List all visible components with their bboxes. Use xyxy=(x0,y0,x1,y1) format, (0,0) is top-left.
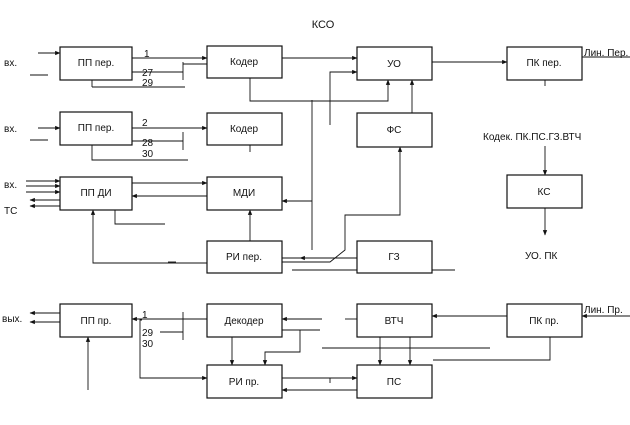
block-coder-1: Кодер xyxy=(206,45,283,79)
block-pp-per-2-label: ПП пер. xyxy=(78,123,114,134)
block-ri-per: РИ пер. xyxy=(206,240,283,274)
block-pp-pr: ПП пр. xyxy=(59,303,133,338)
block-ps-label: ПС xyxy=(387,377,401,388)
channel-num-r1-a: 1 xyxy=(144,49,150,60)
channel-num-r1-b: 27 xyxy=(142,68,154,79)
block-pk-per: ПК пер. xyxy=(506,46,583,81)
block-vtch: ВТЧ xyxy=(356,303,433,338)
channel-num-r5-b: 29 xyxy=(142,328,154,339)
codec-label: Кодек. ПК.ПС.ГЗ.ВТЧ xyxy=(483,132,581,143)
block-pp-pr-label: ПП пр. xyxy=(81,316,112,327)
block-pp-di: ПП ДИ xyxy=(59,176,133,211)
block-pp-per-1: ПП пер. xyxy=(59,46,133,81)
ts-label: ТС xyxy=(4,206,17,217)
uo-pk-label: УО. ПК xyxy=(525,251,558,262)
channel-num-r2-a: 2 xyxy=(142,118,148,129)
input-label-1: вх. xyxy=(4,58,17,69)
channel-num-r2-b: 28 xyxy=(142,138,154,149)
block-decoder-label: Декодер xyxy=(224,316,264,327)
block-pk-per-label: ПК пер. xyxy=(526,58,561,69)
block-coder-1-label: Кодер xyxy=(230,57,259,68)
block-coder-2-label: Кодер xyxy=(230,124,259,135)
block-ps: ПС xyxy=(356,364,433,399)
input-label-2: вх. xyxy=(4,124,17,135)
diagram-title: КСО xyxy=(312,19,335,31)
block-fs-label: ФС xyxy=(387,125,402,136)
block-mdi: МДИ xyxy=(206,176,283,211)
connectors xyxy=(26,50,630,393)
block-ri-per-label: РИ пер. xyxy=(226,252,262,263)
block-ri-pr-label: РИ пр. xyxy=(229,377,259,388)
block-decoder: Декодер xyxy=(206,303,283,338)
block-pp-per-2: ПП пер. xyxy=(59,111,133,146)
channel-num-r5-c: 30 xyxy=(142,339,154,350)
block-pk-pr: ПК пр. xyxy=(506,303,583,338)
block-pp-di-label: ПП ДИ xyxy=(80,188,111,199)
block-pk-pr-label: ПК пр. xyxy=(529,316,559,327)
block-pp-per-1-label: ПП пер. xyxy=(78,58,114,69)
channel-num-r1-c: 29 xyxy=(142,78,154,89)
block-fs: ФС xyxy=(356,112,433,148)
input-label-3: вх. xyxy=(4,180,17,191)
block-ri-pr: РИ пр. xyxy=(206,364,283,399)
line-per-label: Лин. Пер. xyxy=(584,48,628,59)
block-gz: ГЗ xyxy=(356,240,433,274)
output-label: вых. xyxy=(2,314,22,325)
block-ks-label: КС xyxy=(538,187,551,198)
line-pr-label: Лин. Пр. xyxy=(584,305,623,316)
channel-num-r5-a: 1 xyxy=(142,310,148,321)
block-uo: УО xyxy=(356,46,433,81)
block-uo-label: УО xyxy=(387,59,401,70)
block-coder-2: Кодер xyxy=(206,112,283,146)
block-vtch-label: ВТЧ xyxy=(385,316,404,327)
block-ks: КС xyxy=(506,174,583,209)
block-mdi-label: МДИ xyxy=(233,188,255,199)
block-gz-label: ГЗ xyxy=(388,252,399,263)
channel-num-r2-c: 30 xyxy=(142,149,154,160)
